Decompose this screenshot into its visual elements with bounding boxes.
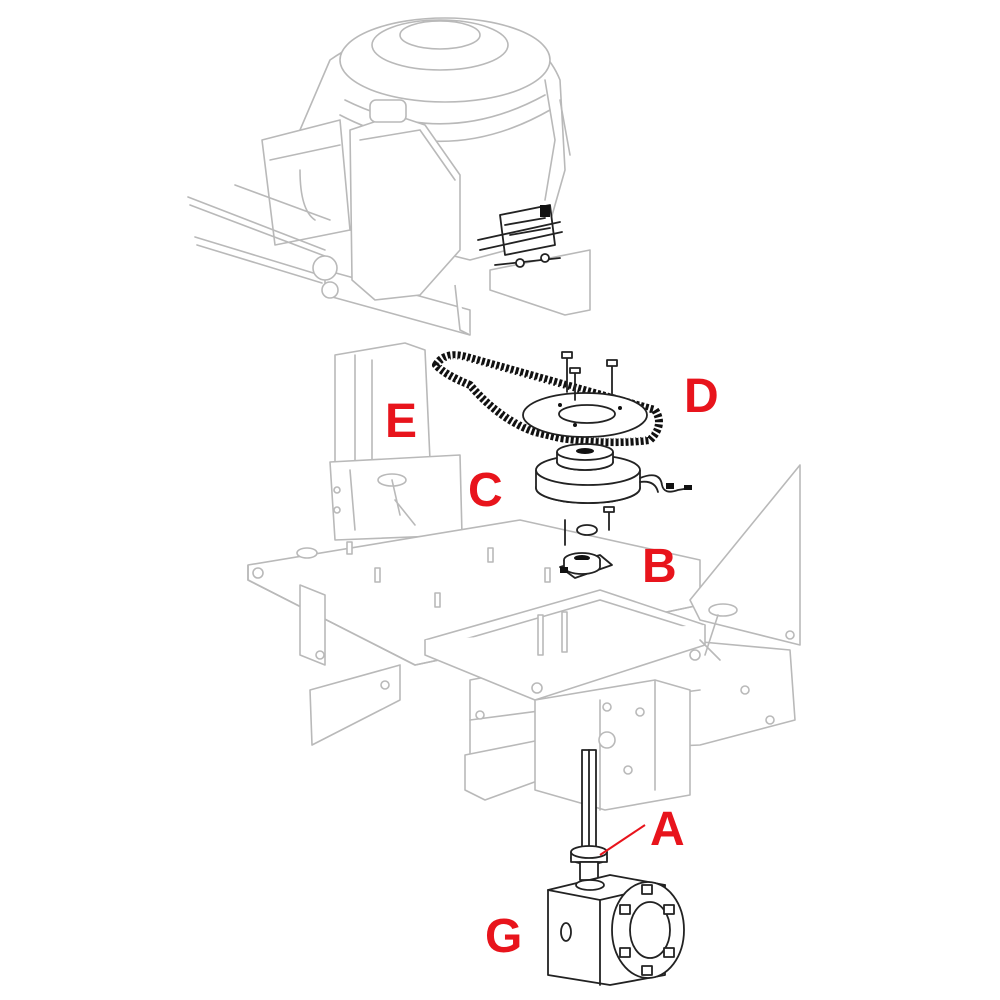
label-a: A bbox=[650, 803, 685, 856]
label-c: C bbox=[468, 464, 503, 517]
engine-assembly bbox=[187, 17, 591, 336]
shaft-and-spacer-a bbox=[570, 749, 646, 881]
flange-bolts bbox=[619, 884, 675, 976]
label-e: E bbox=[385, 395, 417, 448]
label-b: B bbox=[642, 540, 677, 593]
throttle-bracket bbox=[477, 204, 563, 268]
label-g: G bbox=[485, 910, 522, 963]
bearing-b bbox=[559, 552, 613, 579]
main-frame bbox=[247, 464, 801, 811]
pto-clutch-c bbox=[535, 443, 692, 546]
deck-studs bbox=[346, 541, 551, 608]
gearbox-g bbox=[547, 874, 685, 986]
sprocket-and-chain-d bbox=[432, 351, 663, 447]
label-d: D bbox=[684, 370, 719, 423]
mounting-bracket-e bbox=[329, 342, 463, 541]
